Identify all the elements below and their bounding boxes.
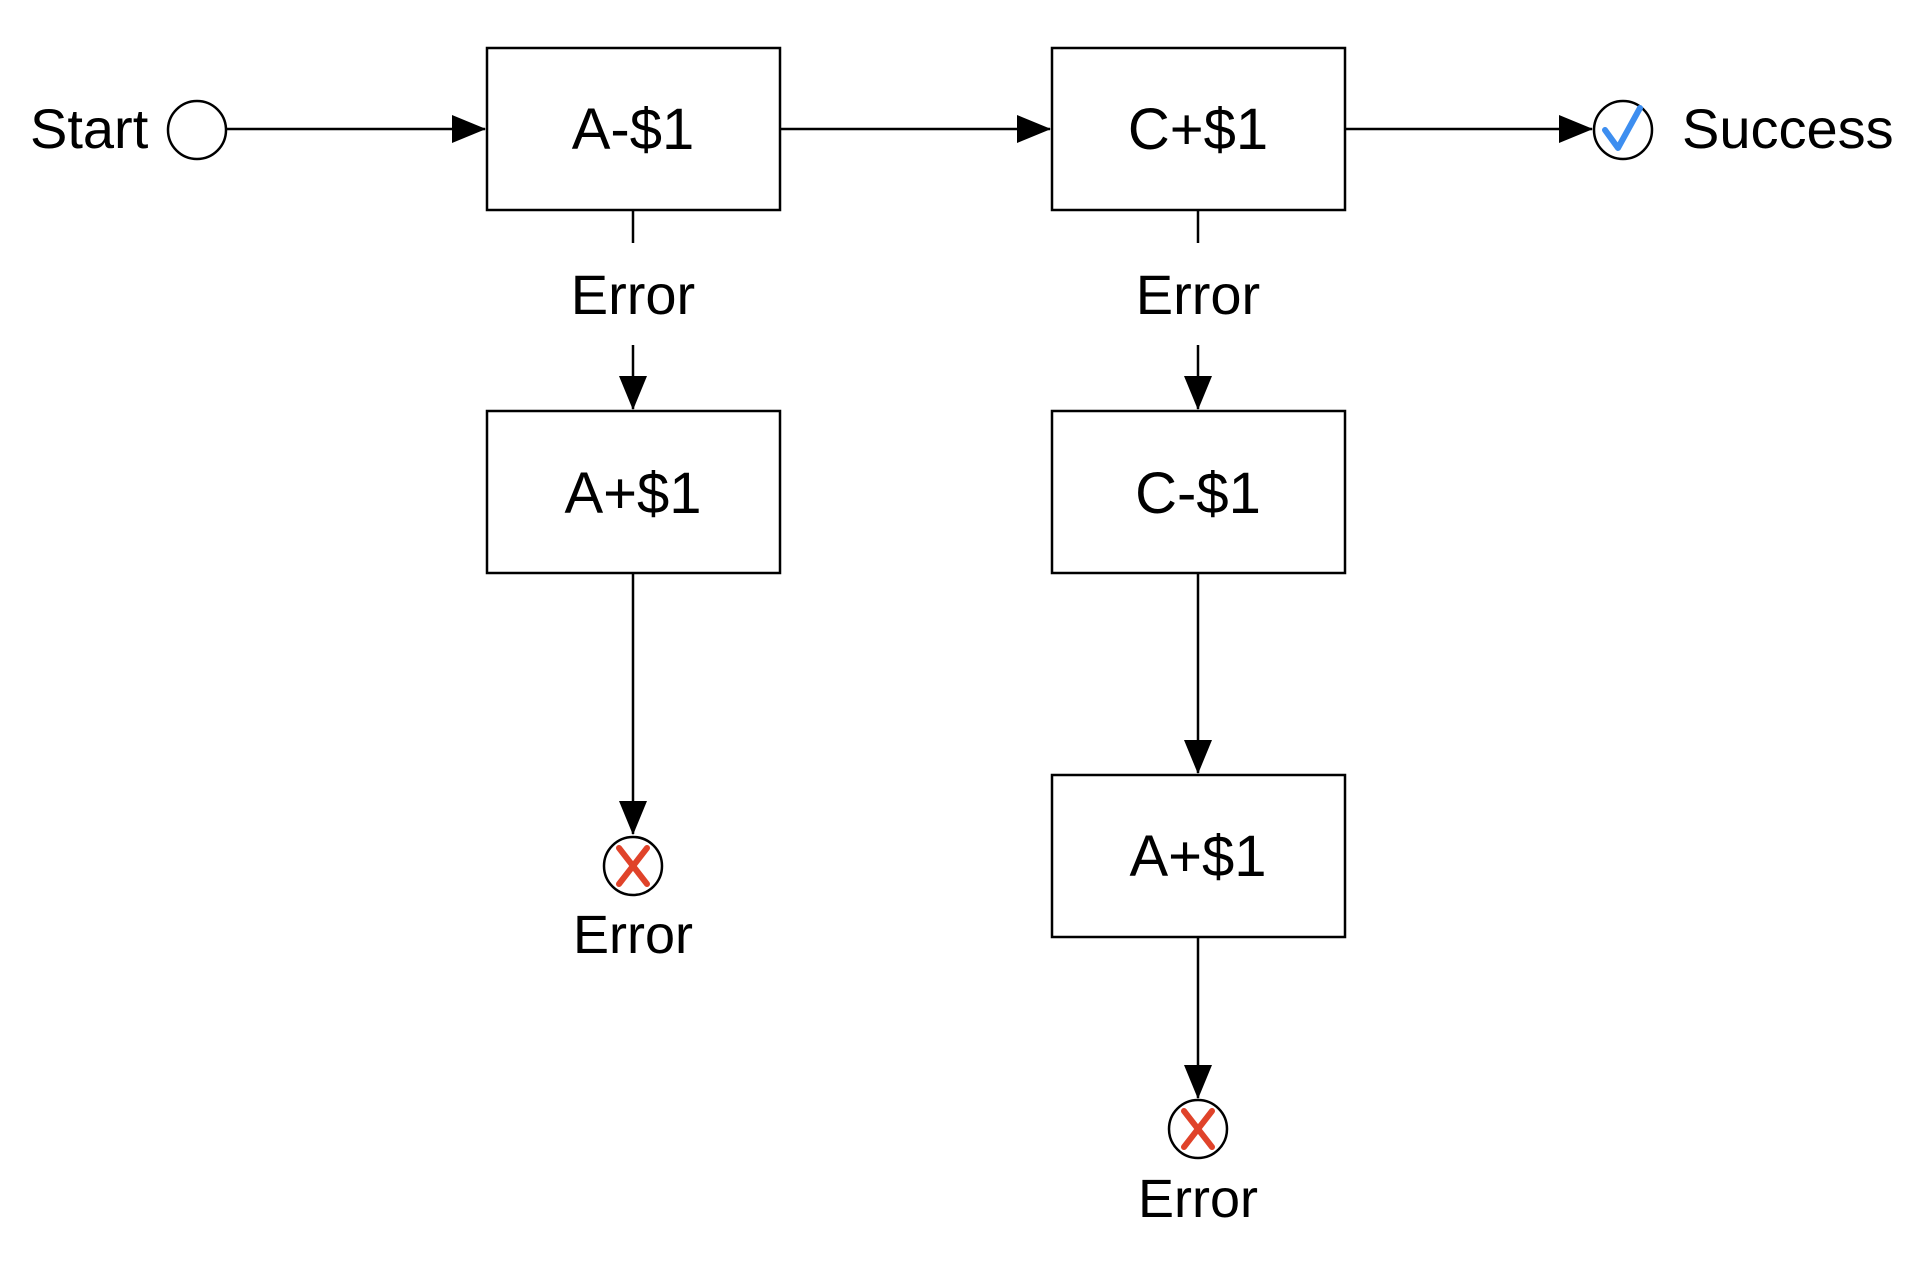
x-mark-icon bbox=[616, 845, 650, 887]
task-c-credit-label: C+$1 bbox=[1128, 97, 1268, 162]
error-end-label-left: Error bbox=[573, 905, 693, 965]
success-label: Success bbox=[1682, 97, 1894, 160]
task-a-refund-1[interactable]: A+$1 bbox=[485, 409, 782, 575]
error-end-event-right[interactable] bbox=[1167, 1098, 1229, 1160]
checkmark-icon bbox=[1602, 105, 1643, 151]
success-event[interactable] bbox=[1592, 99, 1654, 161]
task-a-refund-2-label: A+$1 bbox=[1129, 824, 1266, 889]
task-c-credit[interactable]: C+$1 bbox=[1050, 46, 1347, 212]
x-mark-icon bbox=[1181, 1108, 1215, 1150]
error-label-a-debit: Error bbox=[571, 263, 695, 326]
task-a-refund-2[interactable]: A+$1 bbox=[1050, 773, 1347, 939]
start-label: Start bbox=[30, 97, 149, 160]
task-a-refund-1-label: A+$1 bbox=[564, 461, 701, 526]
task-a-debit-label: A-$1 bbox=[572, 97, 695, 162]
task-c-debit[interactable]: C-$1 bbox=[1050, 409, 1347, 575]
task-a-debit[interactable]: A-$1 bbox=[485, 46, 782, 212]
error-end-event-left[interactable] bbox=[602, 835, 664, 897]
task-c-debit-label: C-$1 bbox=[1135, 461, 1261, 526]
error-end-label-right: Error bbox=[1138, 1169, 1258, 1229]
start-event-icon[interactable] bbox=[166, 99, 228, 161]
error-label-c-credit: Error bbox=[1136, 263, 1260, 326]
